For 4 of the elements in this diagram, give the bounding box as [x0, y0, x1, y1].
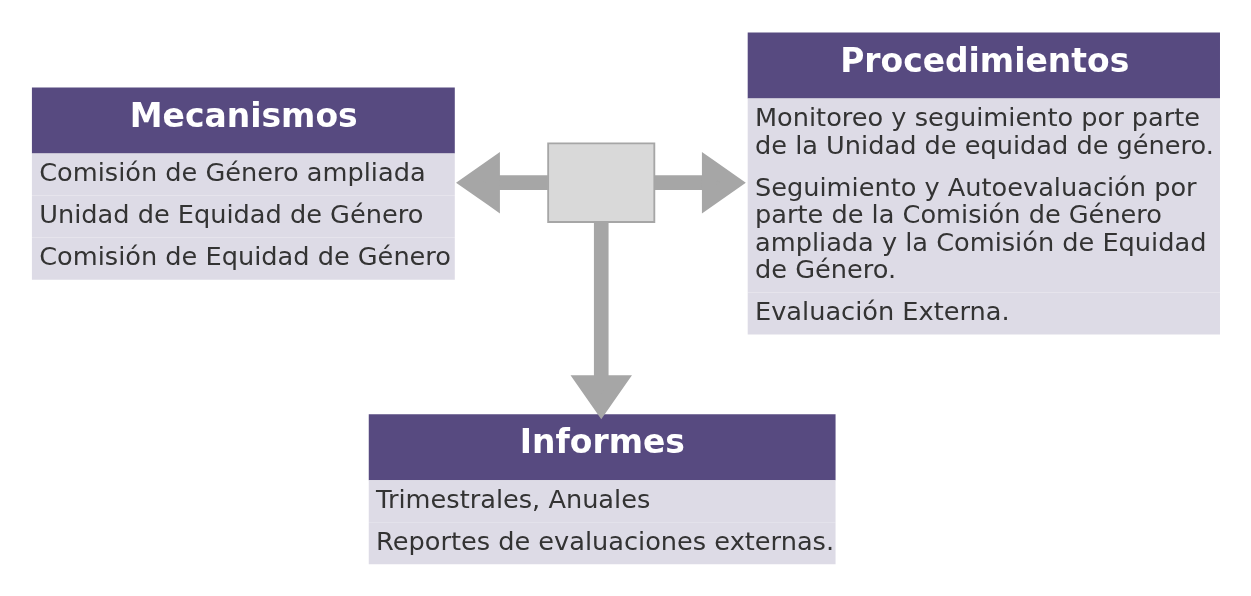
arrow [654, 151, 746, 214]
node-box [547, 142, 656, 223]
arrow [456, 151, 548, 214]
arrow [570, 222, 632, 420]
